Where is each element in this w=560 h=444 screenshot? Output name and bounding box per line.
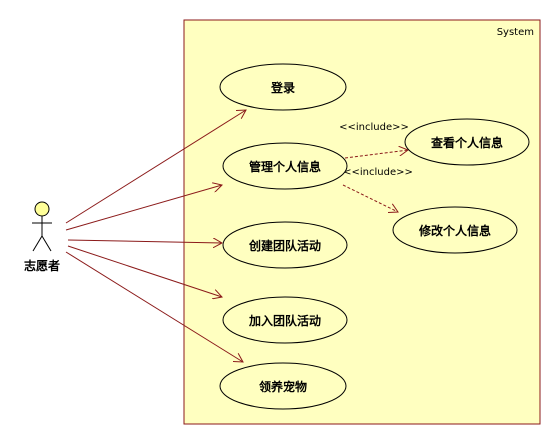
assoc-create — [67, 240, 222, 243]
use-case-label: 查看个人信息 — [430, 135, 503, 150]
use-case-ellipse — [219, 362, 347, 410]
use-case-create-activity[interactable]: 创建团队活动 — [222, 221, 348, 269]
use-case-ellipse — [219, 63, 347, 111]
use-case-ellipse — [404, 118, 530, 166]
assoc-manage — [65, 185, 222, 231]
use-case-edit-info[interactable]: 修改个人信息 — [392, 206, 518, 254]
use-case-label: 登录 — [270, 80, 295, 95]
assoc-login — [65, 110, 246, 224]
use-case-label: 修改个人信息 — [418, 223, 491, 238]
use-case-ellipse — [392, 206, 518, 254]
actor-left-leg — [32, 235, 43, 252]
actor-volunteer[interactable]: 志愿者 — [24, 201, 60, 273]
use-case-label: 加入团队活动 — [248, 313, 321, 328]
actor-head — [34, 201, 50, 217]
include-view — [344, 150, 408, 159]
use-case-login[interactable]: 登录 — [219, 63, 347, 111]
use-case-manage-info[interactable]: 管理个人信息 — [222, 142, 348, 190]
assoc-join — [67, 245, 222, 297]
use-case-ellipse — [222, 142, 348, 190]
use-case-ellipse — [222, 296, 348, 344]
use-case-label: 创建团队活动 — [248, 238, 321, 253]
include-edit — [342, 184, 398, 212]
use-case-ellipse — [222, 221, 348, 269]
include-view-label: <<include>> — [339, 122, 409, 133]
system-label: System — [497, 27, 534, 38]
include-relations: <<include>> <<include>> — [339, 122, 413, 212]
use-case-label: 管理个人信息 — [249, 159, 321, 174]
use-case-join-activity[interactable]: 加入团队活动 — [222, 296, 348, 344]
associations — [65, 110, 246, 362]
use-case-label: 领养宠物 — [259, 379, 307, 394]
use-case-adopt-pet[interactable]: 领养宠物 — [219, 362, 347, 410]
use-case-view-info[interactable]: 查看个人信息 — [404, 118, 530, 166]
actor-label: 志愿者 — [24, 258, 60, 273]
include-edit-label: <<include>> — [343, 167, 413, 178]
assoc-adopt — [65, 251, 243, 362]
actor-right-leg — [41, 235, 52, 252]
